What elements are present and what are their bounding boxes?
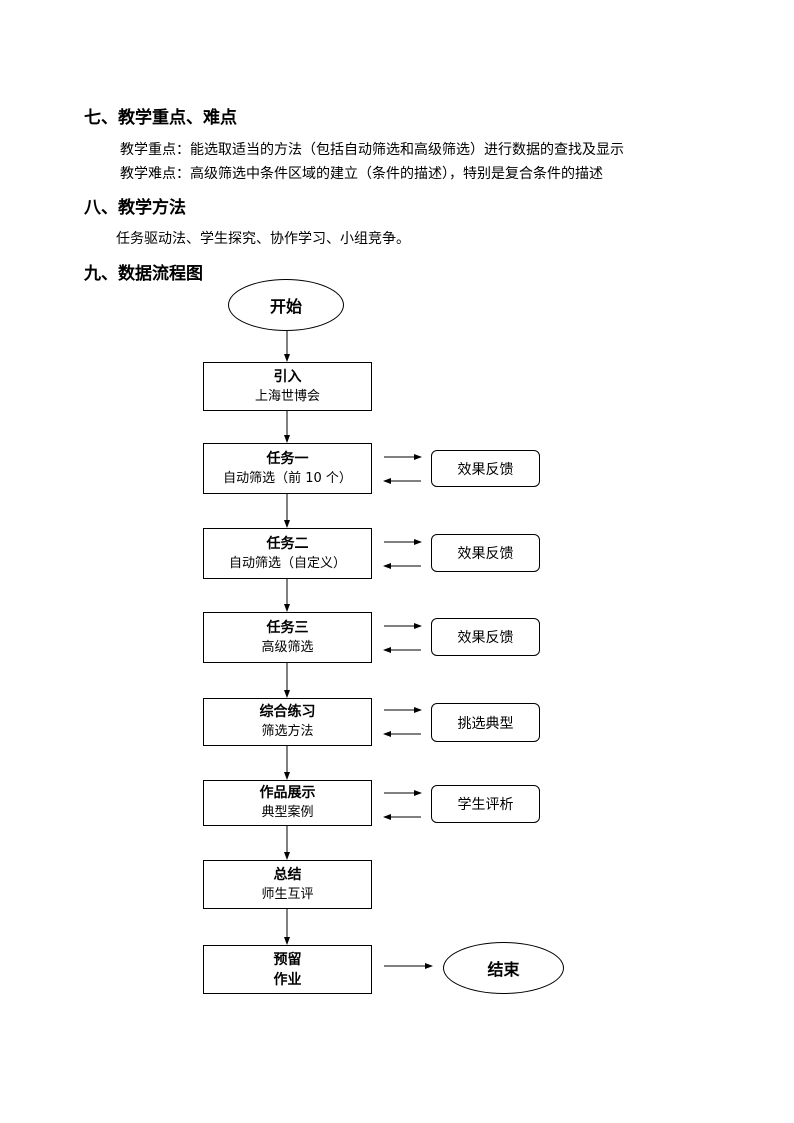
flow-step-subtitle: 师生互评 [261,886,314,902]
feedback-box-showcase: 学生评析 [431,785,540,823]
flow-step-subtitle: 上海世博会 [254,388,320,404]
feedback-box-practice: 挑选典型 [431,703,540,742]
flow-end-terminal: 结束 [443,942,564,994]
flow-step-task3: 任务三 高级筛选 [203,612,372,663]
flow-step-subtitle: 高级筛选 [261,639,314,655]
section-heading-focus: 七、教学重点、难点 [84,108,237,128]
section-heading-flowchart: 九、数据流程图 [84,264,203,284]
feedback-label: 挑选典型 [457,715,514,732]
flow-step-intro: 引入 上海世博会 [203,362,372,411]
feedback-box-task2: 效果反馈 [431,534,540,572]
focus-point-text: 教学重点：能选取适当的方法（包括自动筛选和高级筛选）进行数据的查找及显示 [120,142,624,158]
feedback-box-task1: 效果反馈 [431,450,540,487]
flow-step-title: 预留 [273,951,302,968]
flow-start-label: 开始 [269,297,302,316]
flow-step-title: 作品展示 [259,785,316,801]
flow-step-task1: 任务一 自动筛选（前 10 个） [203,443,372,494]
flow-step-practice: 综合练习 筛选方法 [203,698,372,746]
flow-step-title: 总结 [273,866,302,883]
flow-step-title: 综合练习 [259,704,316,720]
flow-step-subtitle: 典型案例 [261,805,314,820]
flow-step-subtitle: 自动筛选（自定义） [228,555,346,571]
flow-step-title: 引入 [273,368,302,385]
flow-end-label: 结束 [487,960,520,979]
flow-step-title: 任务二 [266,535,309,552]
difficulty-point-text: 教学难点：高级筛选中条件区域的建立（条件的描述），特别是复合条件的描述 [120,166,603,182]
flow-step-title: 任务一 [266,450,309,467]
flow-step-showcase: 作品展示 典型案例 [203,780,372,826]
flow-step-title: 任务三 [266,619,309,636]
flow-step-task2: 任务二 自动筛选（自定义） [203,528,372,579]
flow-step-subtitle: 自动筛选（前 10 个） [223,470,352,486]
feedback-label: 学生评析 [457,797,514,813]
feedback-label: 效果反馈 [457,461,514,478]
feedback-label: 效果反馈 [457,546,514,562]
flow-step-homework: 预留 作业 [203,945,372,994]
flow-start-terminal: 开始 [228,279,344,331]
feedback-label: 效果反馈 [457,630,514,646]
section-heading-method: 八、教学方法 [84,198,186,218]
method-text: 任务驱动法、学生探究、协作学习、小组竞争。 [116,231,410,247]
flow-step-summary: 总结 师生互评 [203,860,372,909]
flow-step-subtitle: 筛选方法 [261,724,314,739]
flow-step-subtitle: 作业 [273,971,302,988]
feedback-box-task3: 效果反馈 [431,618,540,656]
